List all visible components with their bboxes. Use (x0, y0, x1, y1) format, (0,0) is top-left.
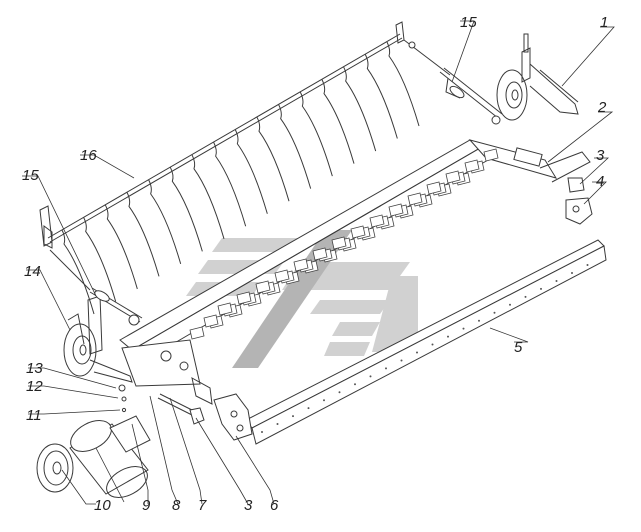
rake-tine (364, 54, 398, 139)
gauge-wheel-right (496, 33, 579, 121)
knife-bar-hole (586, 264, 589, 267)
knife-bar-hole (462, 327, 465, 330)
callout-labels: 1 2 3 4 5 6 7 8 9 10 11 12 13 14 15 15 1… (22, 14, 608, 514)
knife-bar-hole (555, 279, 558, 282)
rake-tine (61, 229, 95, 315)
finger-tooth (426, 181, 442, 195)
rake-tine (126, 192, 160, 277)
rake-tine (148, 179, 182, 265)
finger-tooth (203, 314, 219, 328)
callout-10: 10 (94, 497, 111, 514)
knife-bar-hole (338, 391, 341, 394)
rake-tine (234, 129, 268, 214)
finger-tooth (388, 203, 404, 217)
mounting-bracket (213, 393, 253, 441)
knife-bar-hole (369, 375, 372, 378)
callout-8: 8 (172, 497, 181, 514)
finger-tooth (274, 269, 290, 283)
finger-tooth (350, 225, 366, 239)
knife-bar-hole (478, 319, 480, 322)
finger-teeth-row (189, 148, 499, 340)
callout-9: 9 (142, 497, 151, 514)
callout-4: 4 (596, 173, 604, 190)
knife-bar-hole (276, 423, 279, 426)
callout-5: 5 (514, 339, 523, 356)
callout-14: 14 (24, 263, 41, 280)
callout-15-right: 15 (460, 14, 477, 31)
finger-tooth (255, 280, 271, 294)
clip-left (189, 407, 205, 425)
knife-bar-hole (261, 431, 263, 433)
callout-3-right: 3 (596, 147, 605, 164)
finger-tooth (483, 148, 499, 162)
rake-bar-assembly (43, 21, 420, 315)
finger-tooth (312, 247, 328, 261)
callout-11: 11 (26, 407, 42, 424)
finger-tooth (331, 236, 347, 250)
finger-tooth (464, 159, 480, 173)
finger-tooth (236, 291, 252, 305)
main-beam (119, 139, 591, 405)
rake-tine (299, 91, 333, 177)
knife-bar-hole (416, 351, 418, 354)
rake-tine (104, 204, 138, 290)
knife-bar-hole (447, 335, 449, 338)
knife-bar-hole (509, 303, 511, 306)
finger-tooth (445, 170, 461, 184)
rake-tine (386, 41, 420, 127)
callout-16: 16 (80, 147, 97, 164)
callout-7: 7 (198, 497, 207, 514)
callout-12: 12 (26, 378, 43, 395)
finger-tooth (217, 302, 233, 316)
roller-drum (69, 415, 151, 498)
leader-lines (22, 20, 615, 505)
gauge-wheel-left (63, 295, 133, 383)
knife-bar-hole (307, 407, 310, 410)
finger-tooth (293, 258, 309, 272)
knife-bar-hole (400, 359, 403, 362)
rake-tine (169, 167, 203, 252)
bracket-right (565, 177, 593, 225)
callout-6: 6 (270, 497, 279, 514)
callout-1: 1 (600, 14, 608, 31)
rake-tine (321, 79, 355, 164)
fasteners (118, 384, 197, 417)
finger-tooth (407, 192, 423, 206)
knife-bar-hole (493, 311, 496, 314)
pulley-wheel (36, 443, 74, 493)
knife-bar-hole (540, 287, 542, 290)
callout-13: 13 (26, 360, 43, 377)
link-rod-left (39, 205, 143, 326)
knife-bar-hole (385, 367, 387, 370)
knife-bar-hole (431, 343, 434, 346)
rake-tine (191, 154, 225, 239)
knife-bar-hole (571, 272, 573, 274)
rake-tine (213, 142, 247, 227)
knife-bar-hole (292, 415, 294, 418)
finger-tooth (189, 326, 205, 340)
callout-2: 2 (597, 99, 607, 116)
callout-3-left: 3 (244, 497, 253, 514)
rake-tine (256, 116, 290, 202)
finger-tooth (369, 214, 385, 228)
link-rod-right (403, 39, 503, 125)
rake-tine (278, 104, 312, 189)
knife-bar-hole (524, 295, 527, 298)
callout-15-left: 15 (22, 167, 39, 184)
rake-tine (83, 217, 117, 302)
rake-tine (343, 66, 377, 152)
knife-bar-hole (354, 383, 356, 386)
knife-bar-hole (323, 399, 325, 402)
